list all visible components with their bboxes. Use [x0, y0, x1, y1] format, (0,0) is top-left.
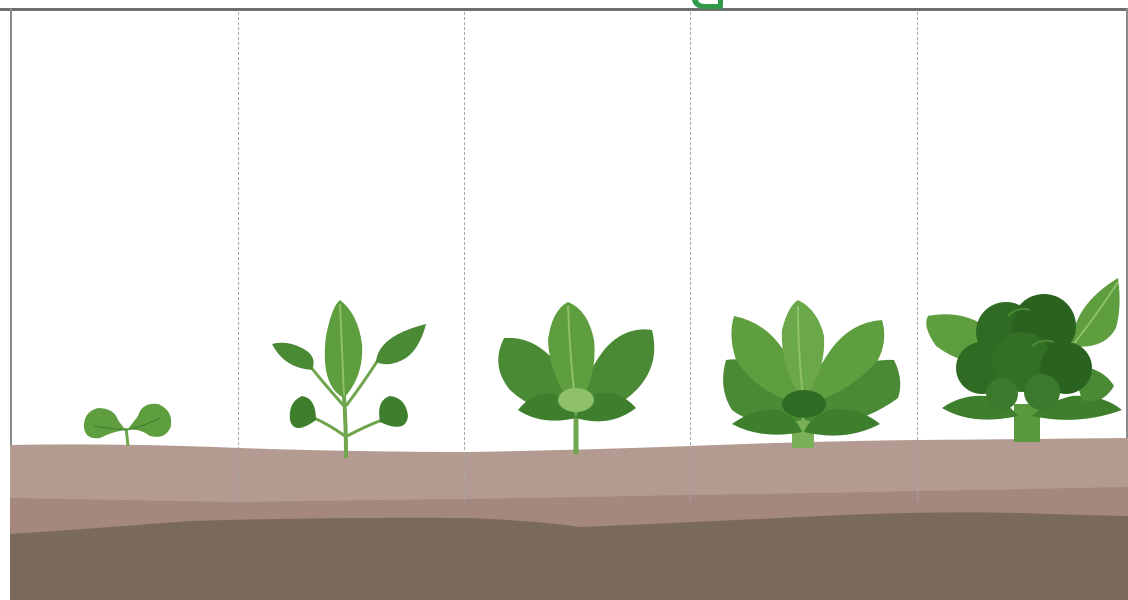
stage-divider: [464, 12, 465, 500]
young-plant-icon: [266, 296, 436, 460]
soil-bottom-layer: [10, 512, 1128, 600]
stage-divider: [917, 12, 918, 500]
leafy-plant-icon: [490, 300, 662, 456]
stage-divider: [690, 12, 691, 500]
seedling-icon: [78, 398, 178, 448]
stage-divider: [238, 12, 239, 500]
broccoli-head-icon: [922, 276, 1128, 444]
mature-plant-icon: [718, 300, 908, 450]
